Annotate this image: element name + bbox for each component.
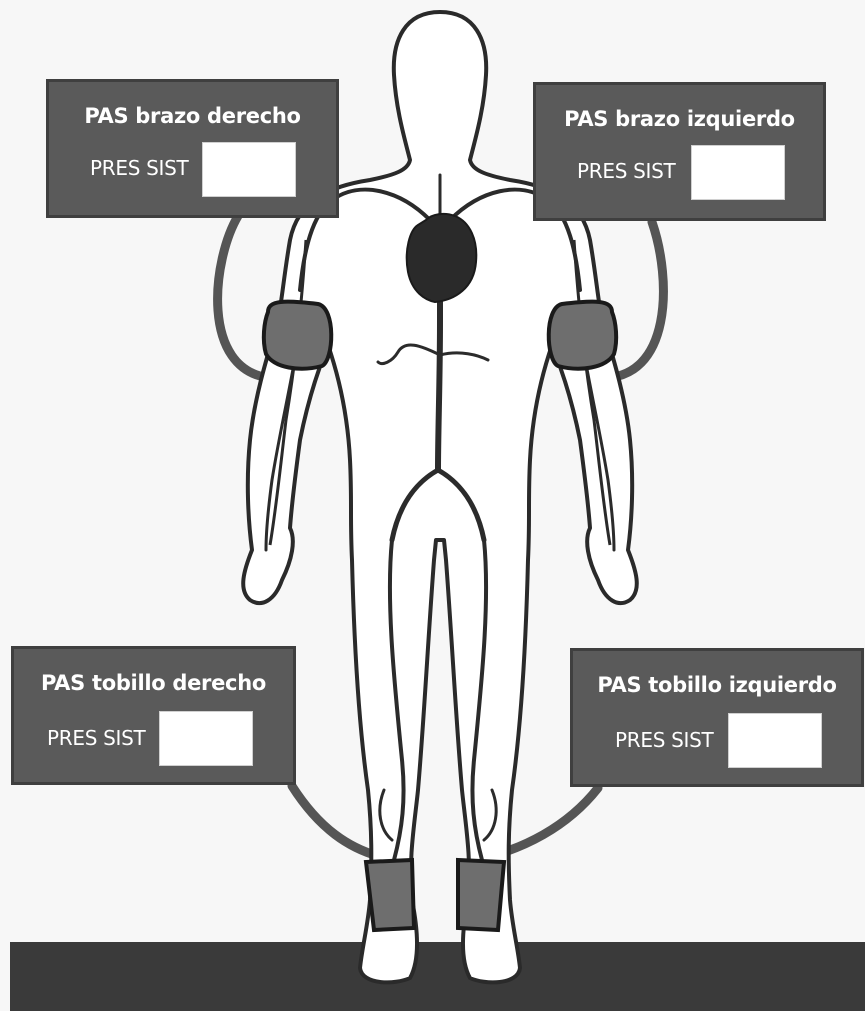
panel-left-ankle-title: PAS tobillo izquierdo	[573, 673, 861, 697]
panel-right-arm-label: PRES SIST	[90, 156, 188, 180]
right-arm-pressure-input[interactable]	[202, 142, 296, 197]
panel-left-ankle: PAS tobillo izquierdo PRES SIST	[570, 648, 864, 787]
hose-right-arm	[218, 216, 270, 378]
panel-right-ankle-title: PAS tobillo derecho	[14, 671, 293, 695]
floor-bar	[10, 942, 865, 1011]
hose-right-ankle	[292, 786, 378, 856]
panel-right-arm: PAS brazo derecho PRES SIST	[46, 79, 339, 218]
panel-left-ankle-label: PRES SIST	[615, 728, 713, 752]
left-arm-pressure-input[interactable]	[691, 145, 785, 200]
panel-right-ankle-label: PRES SIST	[47, 726, 145, 750]
cuff-right-ankle	[366, 860, 414, 930]
cuff-left-arm	[549, 302, 616, 369]
heart-icon	[407, 214, 477, 302]
left-ankle-pressure-input[interactable]	[728, 713, 822, 768]
panel-left-arm-label: PRES SIST	[577, 159, 675, 183]
cuff-right-arm	[264, 302, 331, 369]
panel-left-arm-title: PAS brazo izquierdo	[536, 107, 823, 131]
right-ankle-pressure-input[interactable]	[159, 711, 253, 766]
panel-left-arm: PAS brazo izquierdo PRES SIST	[533, 82, 826, 221]
panel-right-ankle: PAS tobillo derecho PRES SIST	[11, 646, 296, 785]
cuff-left-ankle	[458, 860, 504, 930]
panel-right-arm-title: PAS brazo derecho	[49, 104, 336, 128]
